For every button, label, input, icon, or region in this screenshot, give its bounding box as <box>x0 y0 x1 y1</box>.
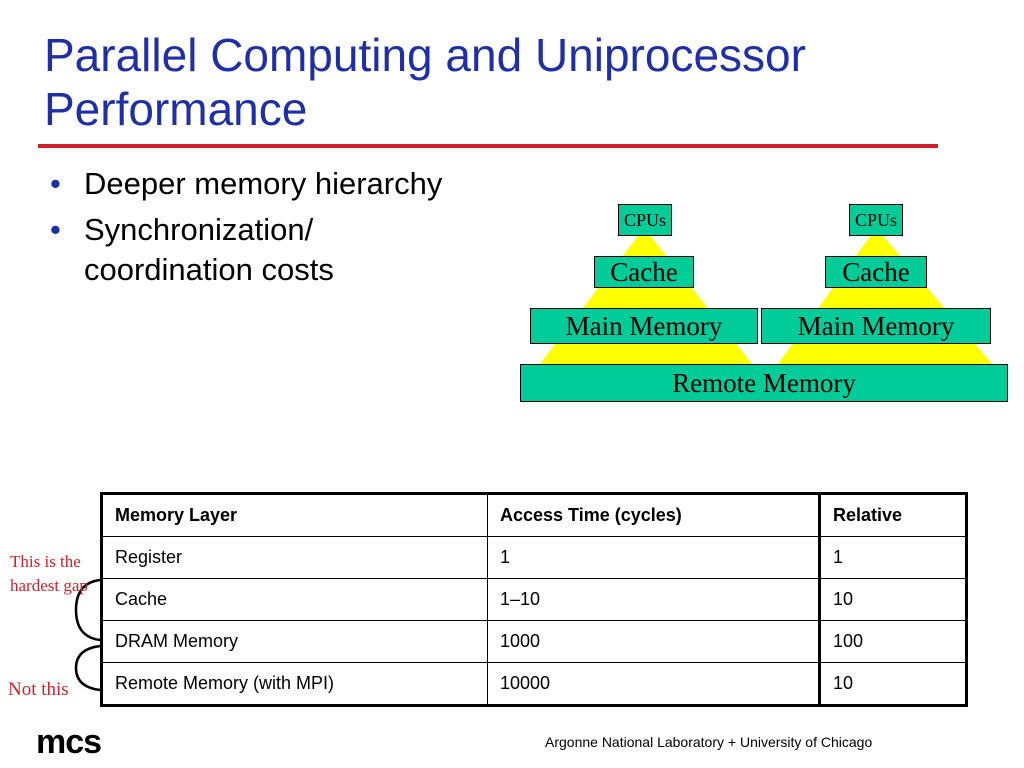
cell-memory-layer: Register <box>101 536 488 579</box>
cache-label: Cache <box>842 257 910 287</box>
bullet-item: • Deeper memory hierarchy <box>48 164 442 204</box>
lower-brace-icon <box>74 644 101 692</box>
memory-latency-table: Memory Layer Access Time (cycles) Relati… <box>100 492 968 707</box>
bullet-dot-icon: • <box>50 166 61 201</box>
annotation-line: This is the <box>10 552 81 571</box>
header-relative: Relative <box>818 493 967 537</box>
mcs-logo: mcs <box>36 723 102 761</box>
annotation-line: hardest gap <box>10 576 88 595</box>
table-row: Remote Memory (with MPI) 10000 10 <box>101 662 967 706</box>
main-memory-label: Main Memory <box>797 311 955 341</box>
right-cache-box: Cache <box>825 256 927 288</box>
cell-relative: 1 <box>818 536 967 579</box>
memory-latency-table-wrap: Memory Layer Access Time (cycles) Relati… <box>100 492 968 707</box>
cell-access-time: 1–10 <box>487 578 820 621</box>
not-this-annotation: Not this <box>8 679 69 700</box>
right-cpus-box: CPUs <box>849 204 903 236</box>
cpus-label: CPUs <box>623 210 667 230</box>
title-underline <box>38 144 938 148</box>
left-cpus-box: CPUs <box>618 204 672 236</box>
cell-access-time: 10000 <box>487 662 820 706</box>
cell-memory-layer: DRAM Memory <box>101 620 488 663</box>
cell-relative: 100 <box>818 620 967 663</box>
bullet-dot-icon: • <box>50 212 61 247</box>
right-main-memory-box: Main Memory <box>761 308 991 344</box>
left-cache-box: Cache <box>594 256 694 288</box>
cell-memory-layer: Remote Memory (with MPI) <box>101 662 488 706</box>
header-access-time: Access Time (cycles) <box>487 493 820 537</box>
table-row: Register 1 1 <box>101 536 967 579</box>
header-memory-layer: Memory Layer <box>101 493 488 537</box>
footer-affiliation: Argonne National Laboratory + University… <box>545 734 873 750</box>
memory-hierarchy-diagram: CPUs Cache Main Memory CPUs Cache Main M… <box>520 204 1008 402</box>
cell-access-time: 1 <box>487 536 820 579</box>
remote-memory-label: Remote Memory <box>672 368 856 398</box>
cell-memory-layer: Cache <box>101 578 488 621</box>
bullet-list: • Deeper memory hierarchy • Synchronizat… <box>48 164 442 290</box>
cell-relative: 10 <box>818 578 967 621</box>
left-main-memory-box: Main Memory <box>530 308 758 344</box>
bullet-text: Deeper memory hierarchy <box>84 166 443 201</box>
bullet-text: Synchronization/ coordination costs <box>84 212 334 287</box>
cpus-label: CPUs <box>854 210 898 230</box>
cell-relative: 10 <box>818 662 967 706</box>
slide-title: Parallel Computing and Uniprocessor Perf… <box>44 29 806 135</box>
hardest-gap-annotation: This is the hardest gap <box>10 550 88 598</box>
cache-label: Cache <box>610 257 678 287</box>
bullet-item: • Synchronization/ coordination costs <box>48 210 442 290</box>
table-row: Cache 1–10 10 <box>101 578 967 621</box>
remote-memory-box: Remote Memory <box>520 364 1008 402</box>
table-header-row: Memory Layer Access Time (cycles) Relati… <box>101 493 967 537</box>
main-memory-label: Main Memory <box>565 311 723 341</box>
table-row: DRAM Memory 1000 100 <box>101 620 967 663</box>
cell-access-time: 1000 <box>487 620 820 663</box>
